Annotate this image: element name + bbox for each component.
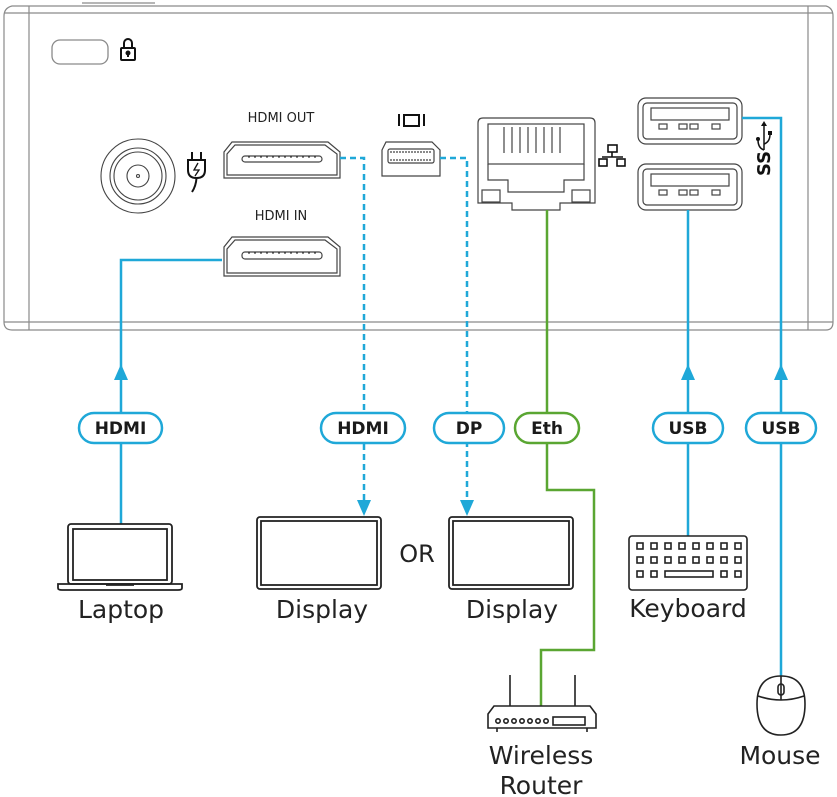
cable-tag-text: Eth	[531, 419, 563, 439]
lock-slot	[51, 39, 109, 65]
arrow-display-dp	[460, 500, 474, 516]
wireless-router-icon	[487, 675, 597, 732]
cable-tag-text: DP	[456, 419, 483, 439]
cable-tag-text: USB	[668, 419, 707, 439]
keyboard-key	[734, 556, 742, 564]
keyboard-key	[678, 542, 686, 550]
arrow-keyboard	[681, 364, 695, 380]
cable-tag-text: HDMI	[337, 419, 389, 439]
mouse-icon	[756, 675, 806, 736]
router-label-line2: Router	[500, 771, 584, 797]
keyboard-spacebar	[664, 570, 714, 578]
cable-tag-eth: Eth	[513, 411, 581, 445]
keyboard-key	[636, 570, 644, 578]
display-icon-hdmi	[256, 516, 382, 590]
keyboard-key	[734, 542, 742, 550]
cable-tag-hdmi-in: HDMI	[77, 411, 164, 445]
displayport-icon	[398, 114, 425, 127]
keyboard-key	[650, 556, 658, 564]
keyboard-key	[678, 556, 686, 564]
keyboard-key	[734, 570, 742, 578]
keyboard-key	[692, 556, 700, 564]
cable-display-dp	[440, 156, 469, 500]
keyboard-key	[650, 570, 658, 578]
cable-mouse	[742, 116, 783, 676]
laptop-icon	[57, 523, 183, 591]
displayport-port	[381, 141, 441, 177]
keyboard-key	[650, 542, 658, 550]
keyboard-key	[706, 542, 714, 550]
power-jack	[100, 138, 176, 214]
hdmi-in-label: HDMI IN	[255, 209, 308, 224]
keyboard-key	[706, 556, 714, 564]
usb-superspeed-icon: SS	[754, 121, 775, 176]
keyboard-label: Keyboard	[629, 594, 747, 623]
keyboard-body	[628, 535, 748, 591]
keyboard-key	[664, 542, 672, 550]
hdmi-out-port	[223, 141, 341, 179]
ethernet-port	[477, 117, 596, 211]
cable-tag-text: USB	[761, 419, 800, 439]
display-label-dp: Display	[466, 595, 558, 624]
network-icon	[598, 144, 626, 167]
display-label-hdmi: Display	[276, 595, 368, 624]
power-plug-icon	[187, 152, 206, 193]
keyboard-key	[692, 542, 700, 550]
arrow-laptop	[114, 364, 128, 380]
keyboard-key	[636, 556, 644, 564]
cable-tag-text: HDMI	[95, 419, 147, 439]
arrow-display-hdmi	[357, 500, 371, 516]
padlock-icon	[120, 38, 136, 61]
keyboard-key	[720, 542, 728, 550]
mouse-label: Mouse	[739, 741, 820, 770]
cable-tag-usb-keyboard: USB	[651, 411, 725, 445]
or-label: OR	[399, 540, 435, 568]
cable-laptop	[119, 258, 222, 524]
usb-port-bottom	[637, 163, 743, 211]
cable-tag-dp: DP	[432, 411, 506, 445]
keyboard-icon	[628, 535, 748, 591]
device-chassis	[3, 2, 834, 331]
cable-router	[539, 210, 596, 706]
hdmi-in-port	[223, 236, 341, 277]
keyboard-key	[720, 556, 728, 564]
cable-tag-usb-mouse: USB	[744, 411, 818, 445]
cable-tag-hdmi-out: HDMI	[319, 411, 407, 445]
laptop-label: Laptop	[78, 595, 164, 624]
hdmi-out-label: HDMI OUT	[248, 111, 315, 126]
keyboard-key	[636, 542, 644, 550]
display-icon-dp	[448, 516, 574, 590]
keyboard-key	[664, 556, 672, 564]
svg-text:SS: SS	[754, 151, 775, 176]
router-label-line1: Wireless	[489, 741, 594, 770]
cable-display-hdmi	[340, 156, 366, 500]
usb-port-top	[637, 97, 743, 145]
keyboard-key	[720, 570, 728, 578]
arrow-mouse	[774, 364, 788, 380]
